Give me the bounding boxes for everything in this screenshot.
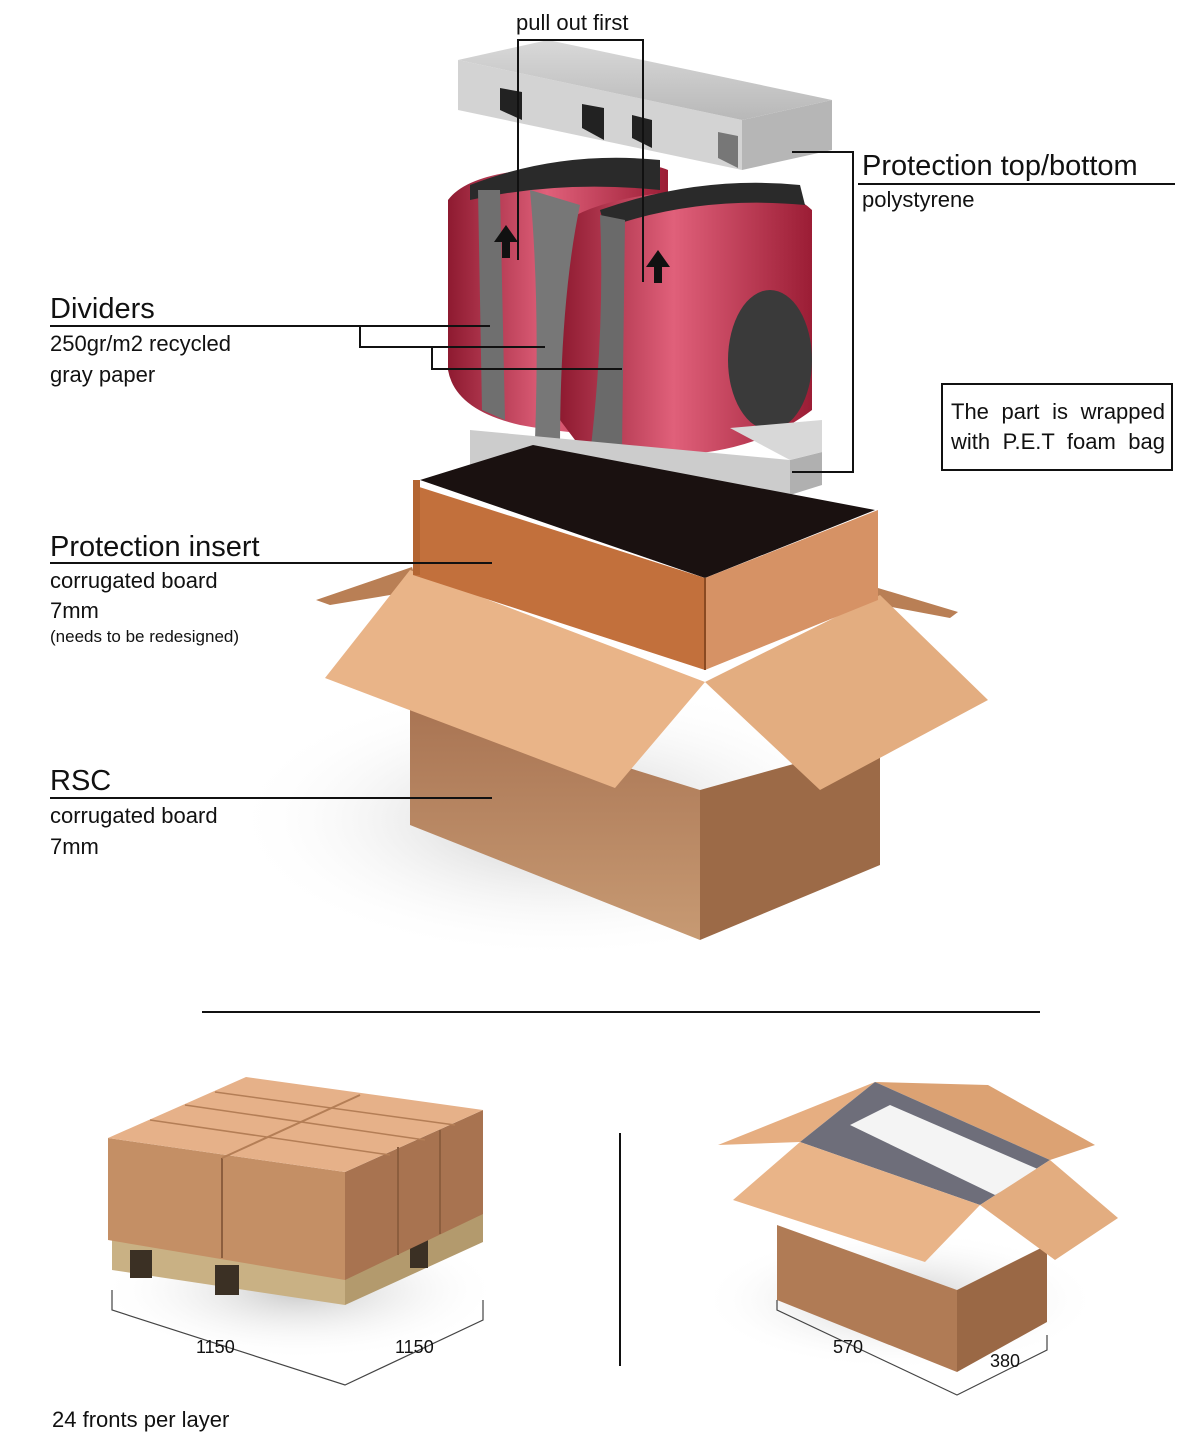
protection-insert-line1: corrugated board [50, 570, 218, 592]
rsc-line2: 7mm [50, 836, 99, 858]
wrap-note-line1: The part is wrapped [951, 397, 1165, 427]
wrap-note-box: The part is wrapped with P.E.T foam bag [941, 383, 1173, 471]
protection-insert-title: Protection insert [50, 533, 260, 562]
small-box [700, 1082, 1118, 1395]
foam-top-block [458, 40, 832, 170]
pull-out-first-label: pull out first [516, 12, 629, 34]
small-box-dim-a: 570 [833, 1337, 863, 1358]
dividers-line2: gray paper [50, 364, 155, 386]
protection-top-material: polystyrene [862, 189, 975, 211]
wrap-note-line2: with P.E.T foam bag [951, 427, 1165, 457]
protection-insert-note: (needs to be redesigned) [50, 628, 239, 645]
pallet-caption: 24 fronts per layer [52, 1409, 229, 1431]
protection-top-title: Protection top/bottom [862, 152, 1138, 181]
dividers-title: Dividers [50, 295, 155, 324]
small-box-dim-b: 380 [990, 1351, 1020, 1372]
pallet-stack [100, 1077, 500, 1385]
dividers-line1: 250gr/m2 recycled [50, 333, 231, 355]
pallet-dim-a: 1150 [196, 1337, 235, 1358]
pallet-dim-b: 1150 [395, 1337, 434, 1358]
rsc-line1: corrugated board [50, 805, 218, 827]
protection-insert-line2: 7mm [50, 600, 99, 622]
rsc-title: RSC [50, 767, 111, 796]
